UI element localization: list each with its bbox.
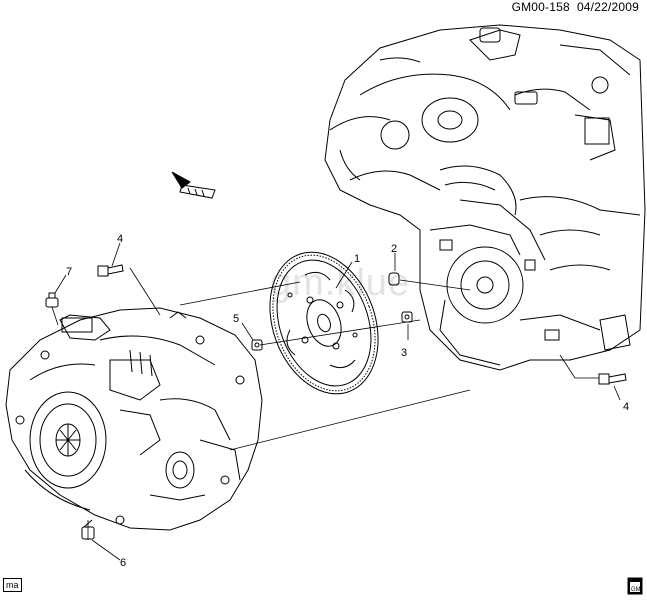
bolt-3 xyxy=(401,311,413,323)
callout-2: 2 xyxy=(391,243,397,255)
callout-1: 1 xyxy=(354,253,360,265)
dowel-2 xyxy=(388,272,400,286)
alignment-lines xyxy=(51,267,599,540)
flexplate xyxy=(269,251,379,395)
leader-lines xyxy=(54,242,621,561)
bolt-4-left xyxy=(97,264,124,277)
callout-7: 7 xyxy=(66,266,72,278)
callout-5: 5 xyxy=(233,313,239,325)
callout-4-left: 4 xyxy=(117,233,123,245)
gm-logo-icon xyxy=(627,577,643,595)
figure-header: GM00-158 04/22/2009 xyxy=(512,0,639,14)
callout-3: 3 xyxy=(401,347,407,359)
engine-block xyxy=(324,24,646,371)
transaxle xyxy=(5,307,263,531)
plug-7 xyxy=(45,292,59,308)
front-direction-arrow-icon xyxy=(171,171,216,199)
bolt-4-right xyxy=(598,373,627,385)
figure-date: 04/22/2009 xyxy=(576,0,639,14)
figure-tag: ma xyxy=(3,578,22,592)
logo-text: GM xyxy=(631,587,641,593)
figure-code: GM00-158 xyxy=(511,0,570,14)
callout-4-right: 4 xyxy=(623,401,629,413)
callout-6: 6 xyxy=(120,557,126,569)
